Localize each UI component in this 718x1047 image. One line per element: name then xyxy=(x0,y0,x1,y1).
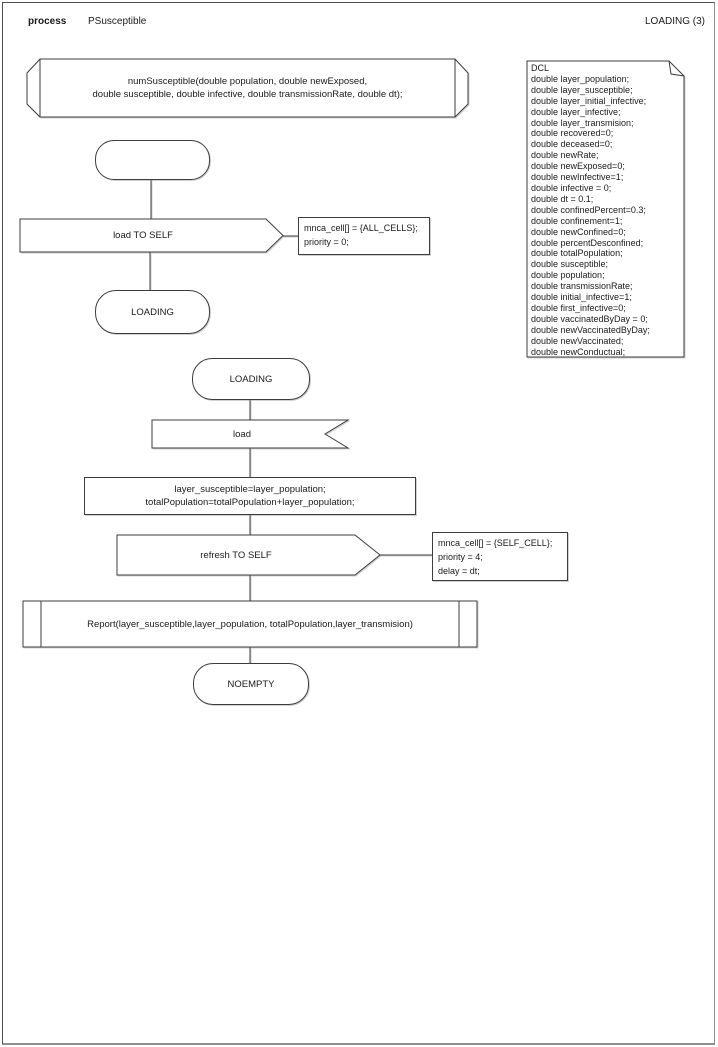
task-line1: layer_susceptible=layer_population; xyxy=(174,484,326,495)
state-loading2-label: LOADING xyxy=(229,373,273,385)
dcl-line: double vaccinatedByDay = 0; xyxy=(531,313,648,324)
dcl-line: double newConfined=0; xyxy=(531,226,626,237)
dcl-line: double newInfective=1; xyxy=(531,172,624,183)
dcl-line: double confinement=1; xyxy=(531,215,623,226)
dcl-line: double layer_infective; xyxy=(531,106,621,117)
comment-line: mnca_cell[] = {SELF_CELL}; xyxy=(438,538,553,548)
dcl-line: double susceptible; xyxy=(531,259,609,270)
comment-all-cells[interactable]: mnca_cell[] = {ALL_CELLS}; priority = 0; xyxy=(298,217,430,255)
dcl-line: double recovered=0; xyxy=(531,128,614,139)
send-load-to-self-label: load TO SELF xyxy=(113,230,173,241)
send-signal-refresh-to-self[interactable] xyxy=(117,535,380,575)
dcl-line: double dt = 0.1; xyxy=(531,193,594,204)
state-loading-label: LOADING xyxy=(131,306,174,318)
state-loading2-symbol[interactable]: LOADING xyxy=(192,358,310,400)
start-state-symbol[interactable] xyxy=(95,140,210,180)
dcl-line: double newExposed=0; xyxy=(531,161,625,172)
task-assignment-symbol[interactable]: layer_susceptible=layer_population; tota… xyxy=(84,477,416,515)
process-name: PSusceptible xyxy=(88,16,147,27)
dcl-declarations: DCL double layer_population; double laye… xyxy=(531,63,681,357)
dcl-line: double layer_transmision; xyxy=(531,117,634,128)
dcl-line: double first_infective=0; xyxy=(531,302,626,313)
dcl-line: double infective = 0; xyxy=(531,182,612,193)
state-noempty-label: NOEMPTY xyxy=(227,678,275,690)
comment-line: delay = dt; xyxy=(438,566,480,576)
receive-load-label: load xyxy=(233,428,251,440)
status-indicator: LOADING (3) xyxy=(644,16,705,27)
dcl-line: double newConductual; xyxy=(531,346,626,357)
comment-line: mnca_cell[] = {ALL_CELLS}; xyxy=(304,223,418,233)
dcl-line: double newVaccinated; xyxy=(531,335,624,346)
dcl-line: double transmissionRate; xyxy=(531,281,633,292)
macro-signature-line2: double susceptible, double infective, do… xyxy=(92,89,403,100)
dcl-line: double layer_population; xyxy=(531,73,630,84)
macro-signature-line1: numSusceptible(double population, double… xyxy=(127,76,368,87)
state-noempty-symbol[interactable]: NOEMPTY xyxy=(193,663,309,705)
dcl-line: double percentDesconfined; xyxy=(531,237,644,248)
diagram-kind-label: process xyxy=(28,16,67,27)
send-refresh-to-self-label: refresh TO SELF xyxy=(200,549,272,561)
dcl-line: double confinedPercent=0.3; xyxy=(531,204,646,215)
dcl-line: double newVaccinatedByDay; xyxy=(531,324,650,335)
dcl-line: double totalPopulation; xyxy=(531,248,623,259)
comment-line: priority = 4; xyxy=(438,552,483,562)
dcl-line: DCL xyxy=(531,63,550,73)
macro-signature: numSusceptible(double population, double… xyxy=(40,59,455,117)
procedure-call-report-label: Report(layer_susceptible,layer_populatio… xyxy=(87,618,413,630)
task-line2: totalPopulation=totalPopulation+layer_po… xyxy=(145,497,355,508)
receive-signal-load[interactable] xyxy=(152,420,348,448)
state-loading-symbol[interactable]: LOADING xyxy=(95,290,210,334)
dcl-line: double initial_infective=1; xyxy=(531,292,632,303)
dcl-declaration-symbol[interactable] xyxy=(527,61,684,357)
dcl-line: double newRate; xyxy=(531,150,599,161)
dcl-line: double layer_initial_infective; xyxy=(531,95,647,106)
comment-self-cell[interactable]: mnca_cell[] = {SELF_CELL}; priority = 4;… xyxy=(432,532,568,581)
comment-line: priority = 0; xyxy=(304,237,349,247)
dcl-line: double deceased=0; xyxy=(531,139,613,150)
send-signal-load-to-self[interactable] xyxy=(20,219,283,252)
macro-definition-symbol[interactable] xyxy=(27,59,468,117)
procedure-call-report[interactable] xyxy=(23,601,477,647)
dcl-line: double population; xyxy=(531,270,605,281)
dcl-line: double layer_susceptible; xyxy=(531,84,633,95)
